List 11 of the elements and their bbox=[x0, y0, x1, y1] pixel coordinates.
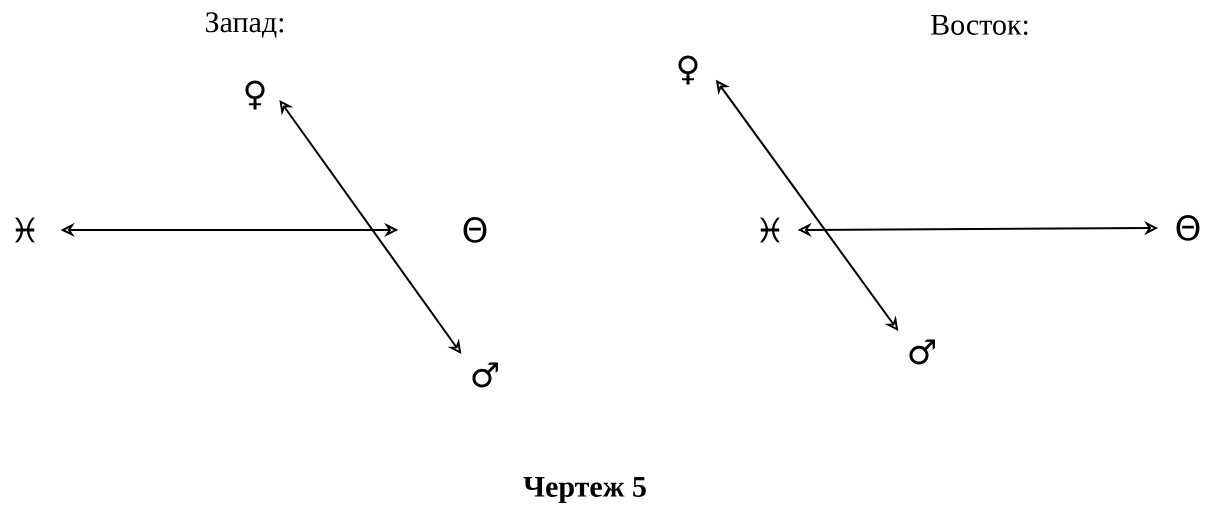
astronomical-symbol: ♀ bbox=[678, 55, 698, 85]
astronomical-symbol: ♓ bbox=[15, 217, 35, 243]
astronomical-symbol: Θ bbox=[1176, 215, 1200, 241]
panel-heading: Восток: bbox=[931, 14, 1028, 36]
astronomical-symbol: ♓ bbox=[760, 217, 780, 243]
panel-heading: Запад: bbox=[205, 12, 284, 38]
astronomical-symbol: ♀ bbox=[245, 80, 265, 110]
astronomical-symbol: Θ bbox=[463, 217, 487, 243]
astronomical-symbol: ♂ bbox=[472, 362, 498, 388]
astronomical-symbol: ♂ bbox=[909, 339, 935, 365]
figure-caption: Чертеж 5 bbox=[523, 477, 646, 503]
